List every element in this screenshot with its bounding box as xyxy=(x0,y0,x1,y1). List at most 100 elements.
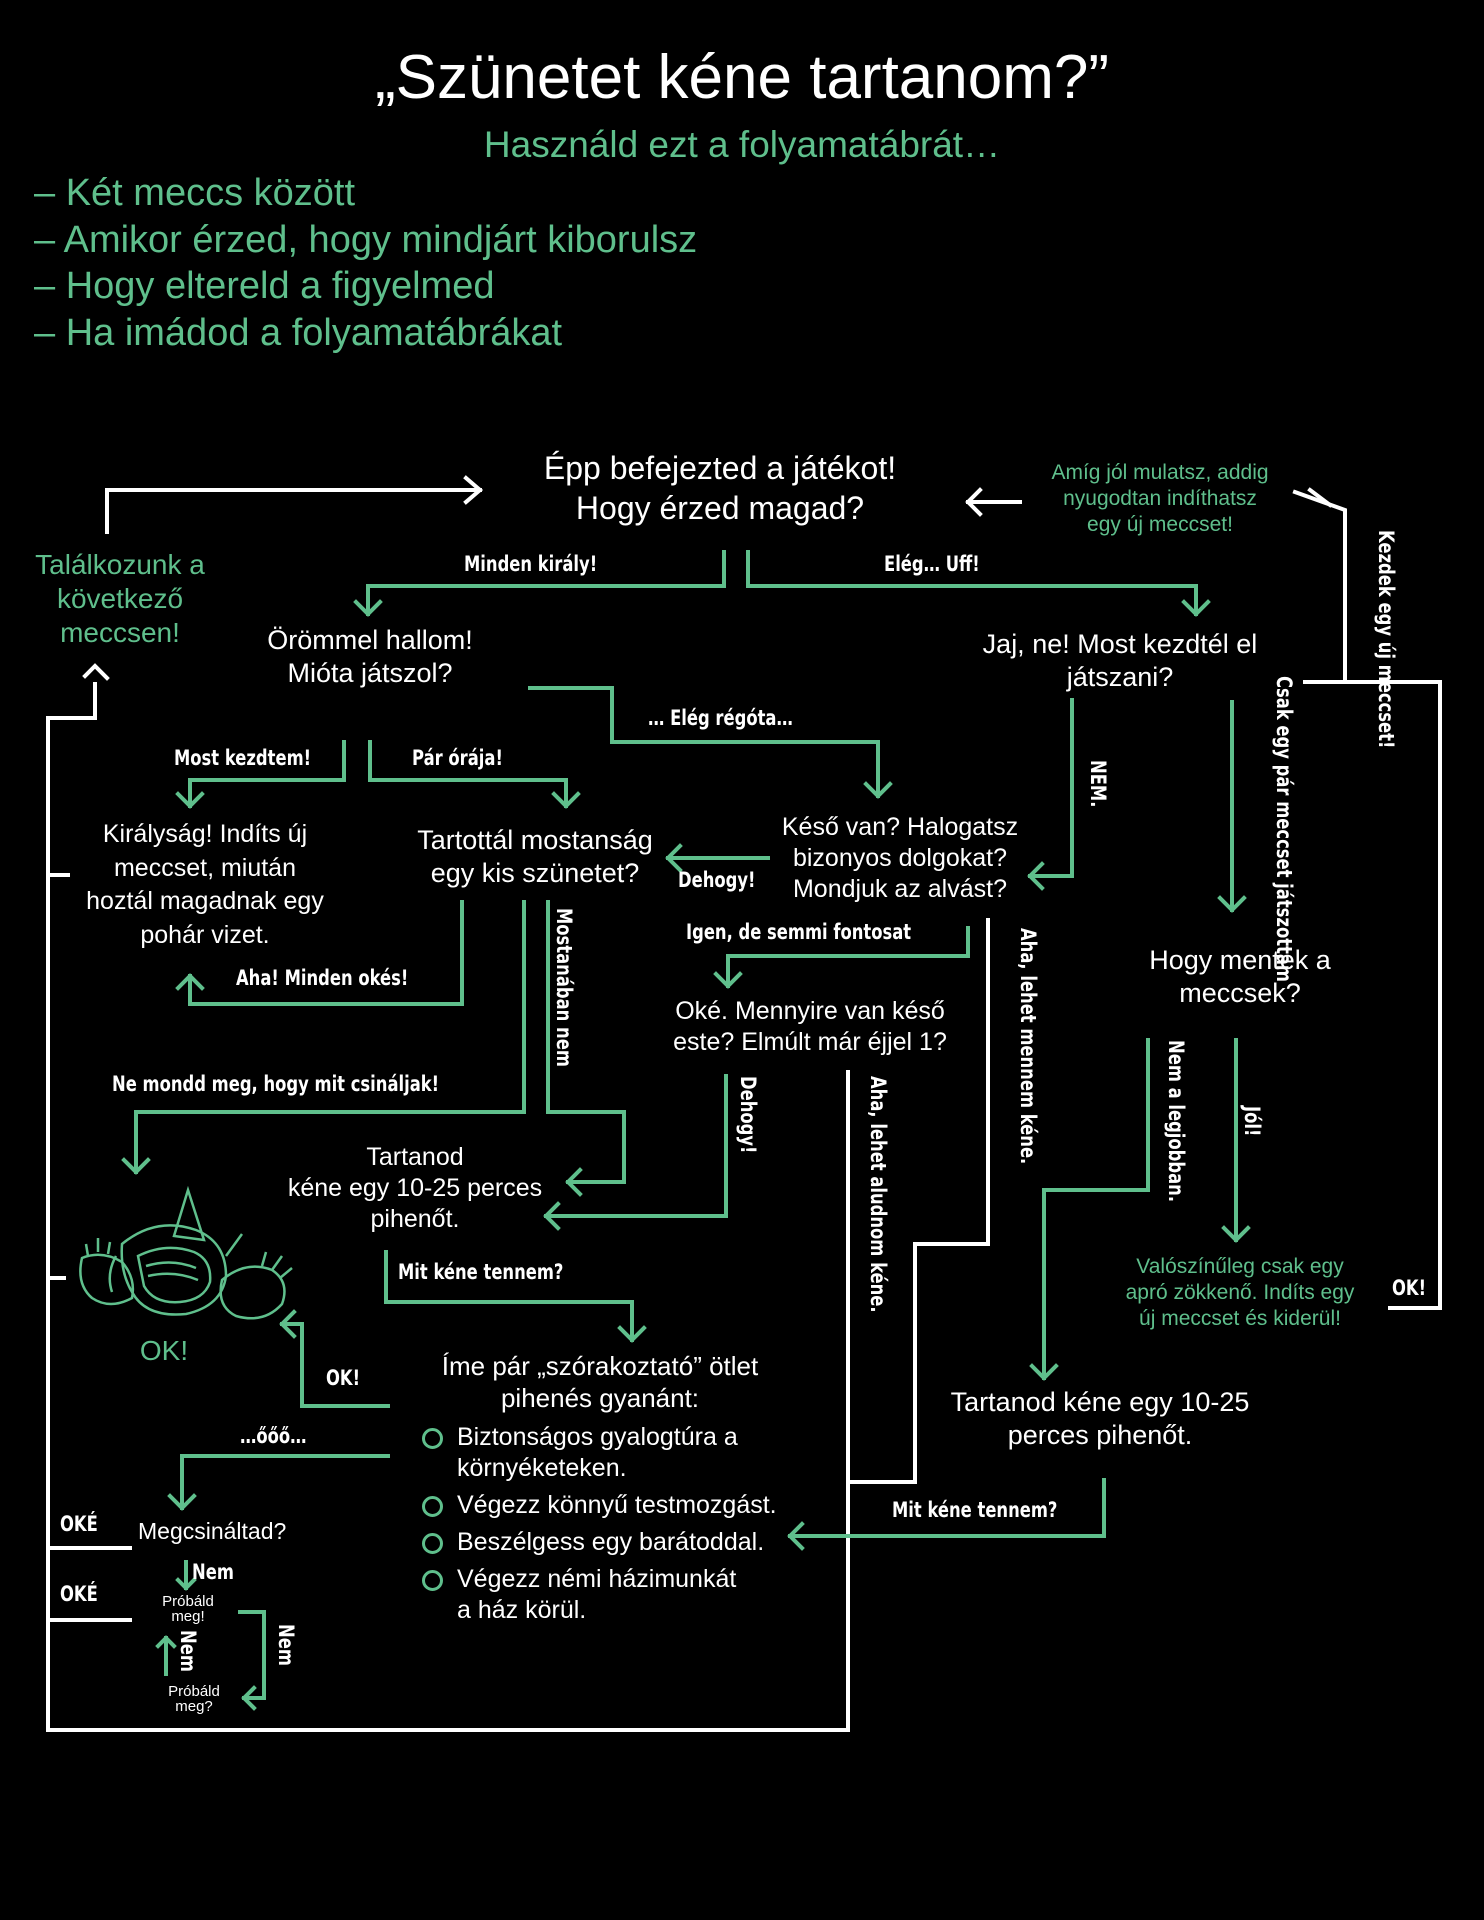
arrowhead xyxy=(353,599,383,617)
node-rest-2: Tartanod kéne egy 10-25 perces pihenőt. xyxy=(930,1386,1270,1452)
connector-line xyxy=(384,1250,634,1342)
arrowhead xyxy=(1029,1363,1059,1381)
usage-item: – Két meccs között xyxy=(34,172,356,214)
node-line: Hogy mentek a xyxy=(1149,945,1331,975)
node-start-line: Épp befejezted a játékot! xyxy=(543,450,897,486)
page-subtitle: Használd ezt a folyamatábrát… xyxy=(483,124,1001,165)
node-try-it: Próbáld meg! xyxy=(150,1594,226,1624)
node-line: pohár vizet. xyxy=(140,920,270,949)
idea-line: környéketeken. xyxy=(457,1454,627,1482)
edge-label: Elég… Uff! xyxy=(884,552,980,576)
connector-line xyxy=(1307,487,1333,508)
node-line: Jaj, ne! Most kezdtél el xyxy=(982,629,1258,659)
arrowhead xyxy=(175,791,205,809)
arrowhead xyxy=(463,475,484,505)
node-line: meccset, miután xyxy=(113,853,296,882)
bullet-circle-icon xyxy=(422,1570,443,1591)
node-just-started: Jaj, ne! Most kezdtél el játszani? xyxy=(940,628,1300,694)
node-matches: Hogy mentek a meccsek? xyxy=(1110,944,1370,1010)
edge-label: Nem xyxy=(176,1630,200,1672)
arrowhead xyxy=(713,971,743,989)
ideas-list: Biztonságos gyalogtúra a környéketeken. … xyxy=(420,1422,777,1632)
node-line: új meccset és kiderül! xyxy=(1139,1307,1341,1330)
bullet-circle-icon xyxy=(422,1496,443,1517)
node-try-it-2: Próbáld meg? xyxy=(156,1684,232,1714)
arrowhead xyxy=(617,1325,647,1343)
node-line: Mondjuk az alvást? xyxy=(792,875,1007,903)
node-line: apró zökkenő. Indíts egy xyxy=(1125,1281,1355,1304)
node-line: egy új meccset! xyxy=(1087,513,1233,536)
arrowhead xyxy=(167,1493,197,1511)
connector-line xyxy=(726,926,970,988)
node-line: egy kis szünetet? xyxy=(430,858,640,888)
connector-line xyxy=(746,550,1198,616)
connector-line xyxy=(238,1610,266,1700)
node-line: Találkozunk a xyxy=(35,549,205,580)
node-line: bizonyos dolgokat? xyxy=(792,844,1008,872)
node-line: pihenőt. xyxy=(370,1205,460,1233)
node-line: perces pihenőt. xyxy=(1007,1420,1193,1450)
connector-line xyxy=(105,488,482,534)
node-line: Örömmel hallom! xyxy=(267,625,473,655)
node-line: meccsen! xyxy=(60,617,180,648)
connector-line xyxy=(1042,1038,1150,1380)
node-line: következő xyxy=(56,583,184,614)
edge-label: Aha! Minden okés! xyxy=(236,966,409,990)
node-late: Késő van? Halogatsz bizonyos dolgokat? M… xyxy=(760,812,1040,905)
node-took-break: Tartottál mostanság egy kis szünetet? xyxy=(390,824,680,890)
node-ideas: Íme pár „szórakoztató” ötlet pihenés gya… xyxy=(400,1350,800,1414)
node-line: meg! xyxy=(171,1608,205,1625)
bullet-circle-icon xyxy=(422,1533,443,1554)
node-line: Amíg jól mulatsz, addig xyxy=(1051,461,1269,484)
edge-label: OKÉ xyxy=(60,1582,98,1606)
arrowhead xyxy=(82,663,110,681)
idea-line: Biztonságos gyalogtúra a xyxy=(457,1423,738,1451)
arrowhead xyxy=(121,1157,151,1175)
connector-line xyxy=(188,900,464,1006)
usage-item: – Hogy eltereld a figyelmed xyxy=(34,265,495,307)
idea-item: Végezz némi házimunkát a ház körül. xyxy=(420,1564,777,1626)
usage-list: – Két meccs között – Amikor érzed, hogy … xyxy=(34,170,697,356)
connector-line xyxy=(46,682,850,1732)
node-small-bump: Valószínűleg csak egy apró zökkenő. Indí… xyxy=(1100,1254,1380,1332)
bullet-circle-icon xyxy=(422,1428,443,1449)
edge-label: Nem a legjobban. xyxy=(1164,1040,1188,1203)
horse-mascot-icon xyxy=(79,1186,293,1320)
edge-label: Ne mondd meg, hogy mit csináljak! xyxy=(112,1072,440,1096)
arrowhead xyxy=(1221,1225,1251,1243)
node-line: Mióta játszol? xyxy=(287,658,453,688)
connector-line xyxy=(180,1454,390,1510)
arrowhead xyxy=(241,1685,257,1711)
idea-line: Beszélgess egy barátoddal. xyxy=(457,1528,765,1556)
connector-line xyxy=(368,740,568,808)
connector-line xyxy=(188,740,346,808)
arrowhead xyxy=(1027,861,1045,891)
node-line: meg? xyxy=(175,1698,213,1715)
connector-line xyxy=(280,1322,390,1408)
connector-line xyxy=(1303,680,1442,1310)
connector-line xyxy=(546,900,626,1184)
arrowhead xyxy=(665,843,683,873)
node-did-it: Megcsináltad? xyxy=(138,1518,287,1544)
edge-label: Dehogy! xyxy=(736,1076,760,1154)
arrowhead xyxy=(543,1201,561,1231)
node-keep-playing: Amíg jól mulatsz, addig nyugodtan indíth… xyxy=(1010,460,1310,538)
node-line: este? Elmúlt már éjjel 1? xyxy=(673,1028,947,1056)
usage-item: – Amikor érzed, hogy mindjárt kiborulsz xyxy=(34,218,698,261)
arrowhead xyxy=(551,791,581,809)
ok-label: OK! xyxy=(139,1335,189,1366)
node-line: pihenés gyanánt: xyxy=(500,1383,700,1413)
node-line: nyugodtan indíthatsz xyxy=(1063,487,1257,510)
edge-label: Dehogy! xyxy=(678,868,756,892)
arrowhead xyxy=(1181,599,1211,617)
edge-label: Aha, lehet aludnom kéne. xyxy=(866,1076,890,1313)
edge-label: NEM. xyxy=(1086,760,1110,808)
connector-line xyxy=(544,1074,728,1218)
idea-line: a ház körül. xyxy=(457,1596,587,1624)
edge-label: Igen, de semmi fontosat xyxy=(686,920,912,944)
edge-label: OK! xyxy=(1392,1276,1427,1300)
node-line: Oké. Mennyire van késő xyxy=(675,997,945,1025)
edge-label: Kezdek egy új meccset! xyxy=(1374,530,1398,749)
node-line: Késő van? Halogatsz xyxy=(781,813,1019,841)
